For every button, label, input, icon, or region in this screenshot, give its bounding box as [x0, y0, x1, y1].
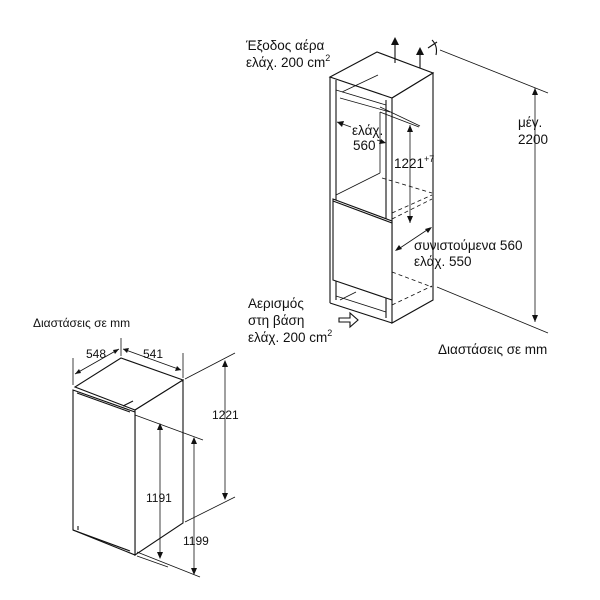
air-outlet-min-label: ελάχ. 200 cm2: [246, 53, 330, 70]
air-outlet-arrow-icon: [391, 37, 424, 68]
min-width-value: 560: [353, 138, 376, 153]
appliance-in-niche: [332, 198, 393, 301]
niche-drawing: [328, 37, 549, 334]
max-height-label: μέγ.: [518, 115, 542, 130]
height-label: 1221: [212, 408, 239, 422]
appliance-door: [72, 389, 136, 556]
niche-height-label: 1221+7: [394, 154, 434, 171]
base-vent-min-label: ελάχ. 200 cm2: [248, 328, 332, 345]
depth-recommended-label: συνιστούμενα 560: [414, 238, 522, 253]
depth-arrow: [396, 227, 431, 251]
air-outlet-sup: 2: [325, 53, 330, 63]
niche-units-label: Διαστάσεις σε mm: [438, 342, 547, 357]
niche-height-value: 1221: [394, 156, 424, 171]
niche-side-face: [391, 72, 434, 324]
base-vent-arrow-icon: [338, 311, 359, 329]
appliance-side-face: [134, 379, 184, 557]
depth-arrow: [122, 348, 182, 371]
air-outlet-min-value: ελάχ. 200 cm: [246, 55, 325, 70]
base-vent-min-value: ελάχ. 200 cm: [248, 330, 327, 345]
niche-height-tolerance: +7: [424, 154, 434, 164]
door-height-label: 1191: [146, 491, 172, 505]
air-outlet-label: Έξοδος αέρα: [245, 38, 325, 53]
appliance-drawing: [72, 338, 236, 578]
base-vent-label: Αερισμός: [248, 296, 304, 311]
tolerance-mark-icon: [427, 39, 438, 56]
depth-min-label: ελάχ. 550: [414, 254, 471, 269]
appliance-units-label: Διαστάσεις σε mm: [33, 316, 130, 330]
base-vent-label-2: στη βάση: [248, 313, 304, 328]
total-height-label: 1199: [183, 534, 209, 548]
max-height-value: 2200: [518, 132, 548, 147]
depth-label: 541: [143, 347, 163, 361]
width-arrow: [74, 348, 120, 375]
base-vent-sup: 2: [327, 328, 332, 338]
min-width-label: ελάχ.: [352, 123, 383, 138]
width-label: 548: [86, 347, 106, 361]
